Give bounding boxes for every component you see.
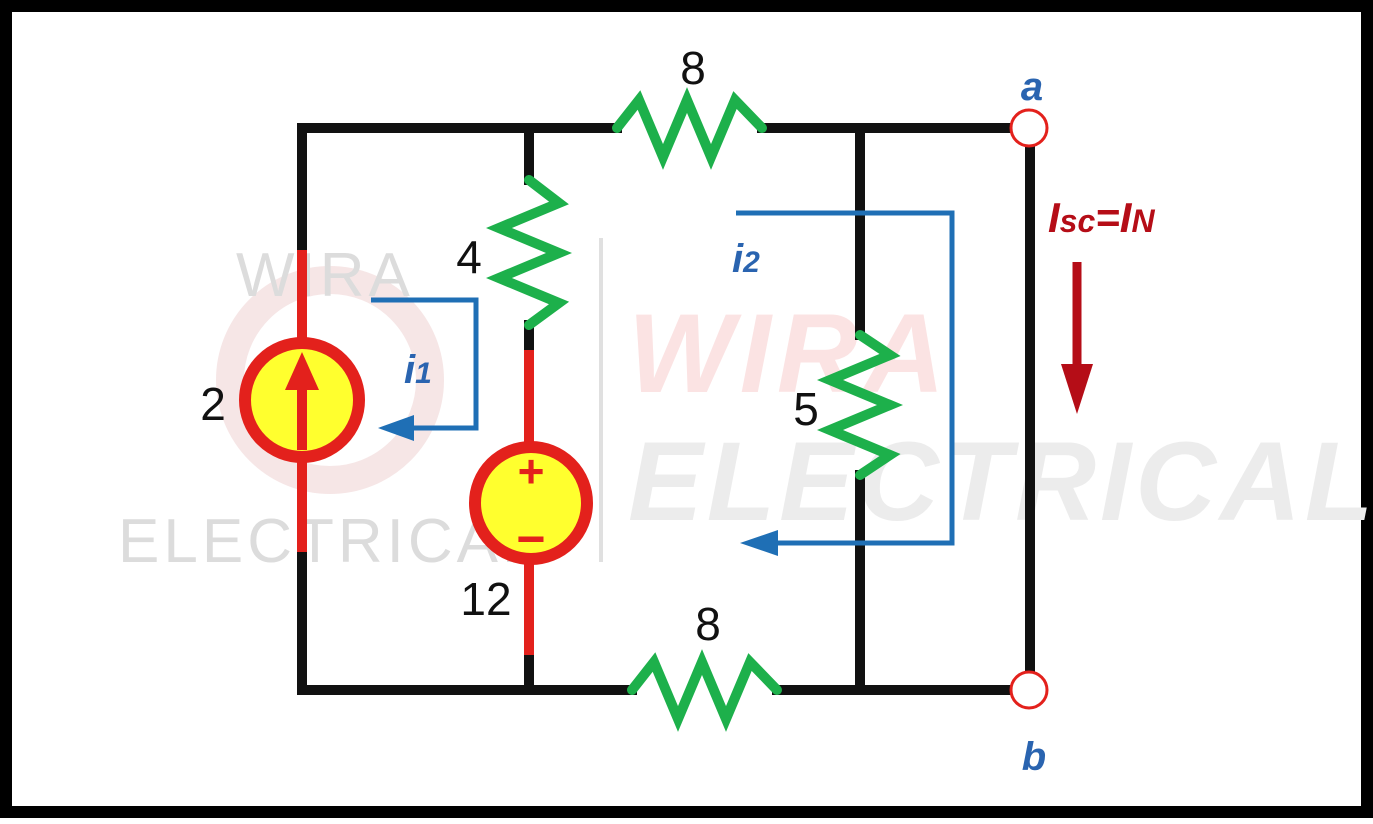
voltage-source-minus-sign: − [516, 511, 545, 567]
mesh-loops [371, 210, 955, 546]
watermark-logo [216, 266, 444, 494]
mesh1-loop-path [371, 297, 479, 431]
resistor-bottom [627, 649, 782, 732]
current-source-label: 2 [200, 378, 226, 430]
wire-top-left [297, 123, 622, 255]
resistor-shunt-label: 4 [456, 231, 482, 283]
resistor-bottom-label: 8 [695, 598, 721, 650]
mesh2-arrow-icon [740, 530, 778, 556]
mesh1-label-var: i [404, 348, 416, 392]
resistor-middle [817, 330, 903, 480]
terminal-b-node [1009, 670, 1049, 710]
in-sub: N [1131, 203, 1155, 239]
mesh2-label-sub: 2 [742, 246, 760, 279]
mesh2-label-var: i [732, 237, 744, 281]
mesh1-label: i1 [404, 348, 432, 392]
current-source-arrow-icon [285, 352, 319, 390]
voltage-source-plus-sign: + [518, 445, 545, 497]
isc-arrow-icon [1061, 364, 1093, 414]
mesh1-label-sub: 1 [415, 357, 432, 390]
isc-sub: sc [1060, 203, 1096, 239]
resistor-top [612, 87, 767, 170]
resistor-shunt [486, 175, 572, 330]
terminal-b-label: b [1022, 735, 1046, 779]
in-main: I [1120, 194, 1133, 241]
voltage-source-body [469, 441, 593, 565]
mesh2-loop-path [736, 210, 955, 546]
mesh1-arrow-icon [378, 415, 414, 441]
isc-label: Isc=IN [1048, 194, 1155, 241]
resistor-middle-label: 5 [793, 383, 819, 435]
watermark-big-top: WIRA [628, 291, 951, 416]
resistor-top-label: 8 [680, 42, 706, 94]
resistors [486, 87, 903, 732]
watermark-small-bottom: ELECTRICAL [118, 507, 540, 576]
isc-equals: = [1095, 194, 1120, 241]
terminals [1009, 108, 1049, 710]
watermark-big-bottom: ELECTRICAL [628, 419, 1373, 544]
terminal-a-node [1009, 108, 1049, 148]
current-source [239, 337, 365, 463]
terminal-a-label: a [1021, 65, 1043, 109]
mesh2-label: i2 [732, 237, 760, 281]
voltage-source-label: 12 [460, 573, 511, 625]
watermark: WIRA ELECTRICAL WIRA ELECTRICAL [118, 238, 1373, 576]
wire-bottom-left [297, 547, 637, 695]
isc-main: I [1048, 194, 1061, 241]
voltage-source: + − [469, 441, 593, 567]
